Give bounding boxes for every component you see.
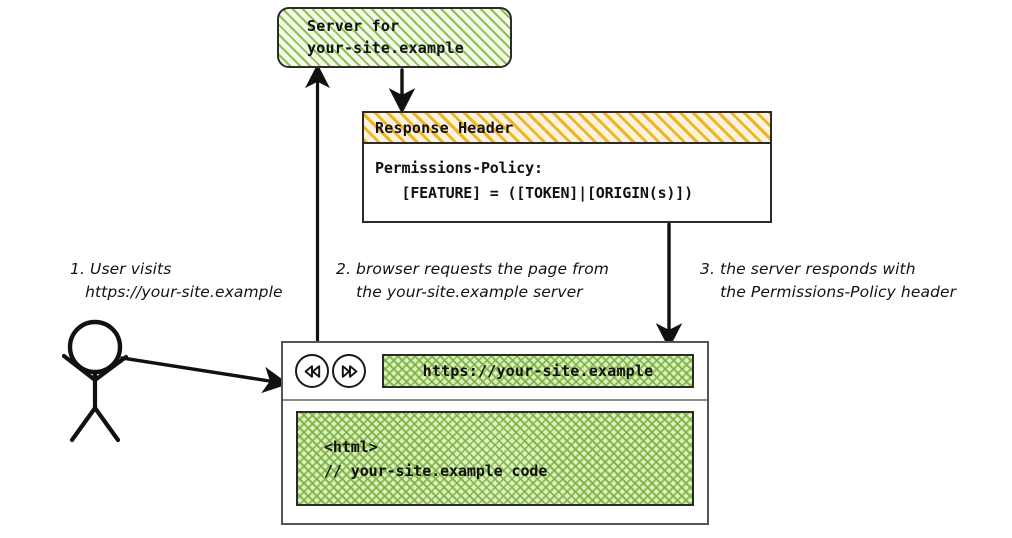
response-header-body: Permissions-Policy: [FEATURE] = ([TOKEN]… bbox=[364, 144, 770, 206]
code-line-2: // your-site.example code bbox=[324, 461, 548, 480]
browser-window: https://your-site.example <html> // your-… bbox=[281, 341, 709, 525]
stick-figure-user bbox=[61, 319, 129, 443]
server-box: Server for your-site.example bbox=[277, 7, 512, 68]
server-line-2: your-site.example bbox=[307, 38, 464, 57]
server-line-1: Server for bbox=[307, 16, 400, 35]
address-bar[interactable]: https://your-site.example bbox=[382, 354, 694, 388]
response-header-title: Response Header bbox=[375, 118, 514, 137]
fast-forward-icon[interactable] bbox=[332, 354, 366, 388]
caption-step-2: 2. browser requests the page from the yo… bbox=[336, 260, 609, 302]
page-code-pane: <html> // your-site.example code bbox=[296, 411, 694, 506]
browser-toolbar: https://your-site.example bbox=[283, 343, 707, 401]
server-label: Server for your-site.example bbox=[279, 16, 464, 60]
caption-step-3: 3. the server responds with the Permissi… bbox=[700, 260, 957, 302]
response-header-box: Response Header Permissions-Policy: [FEA… bbox=[362, 111, 772, 223]
page-code-text: <html> // your-site.example code bbox=[298, 435, 547, 483]
rewind-icon[interactable] bbox=[295, 354, 329, 388]
permissions-policy-key: Permissions-Policy: bbox=[375, 159, 543, 177]
code-line-1: <html> bbox=[324, 437, 378, 456]
arrow-user-to-browser bbox=[120, 356, 289, 394]
permissions-policy-value: [FEATURE] = ([TOKEN]|[ORIGIN(s)]) bbox=[375, 183, 693, 202]
browser-viewport: <html> // your-site.example code bbox=[283, 401, 707, 521]
caption-step-1: 1. User visits https://your-site.example bbox=[70, 260, 283, 302]
address-bar-value: https://your-site.example bbox=[422, 362, 654, 380]
response-header-titlebar: Response Header bbox=[364, 113, 770, 144]
